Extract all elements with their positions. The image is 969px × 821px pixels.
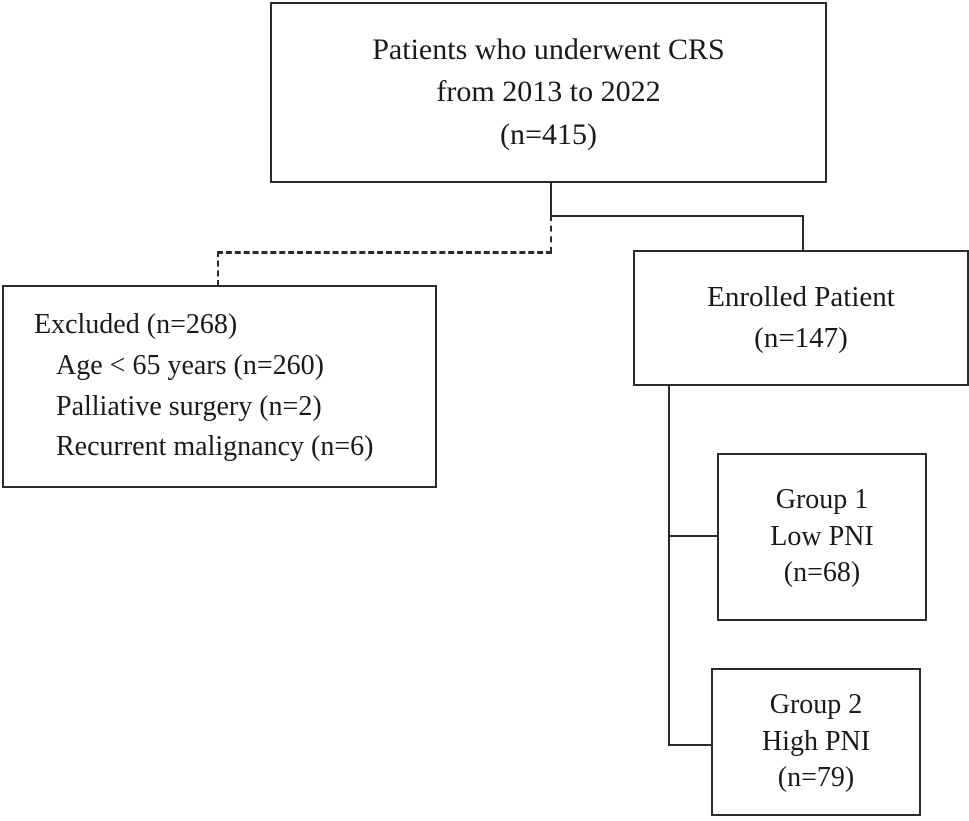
source-count: (n=415) [500,117,597,151]
group1-name: Group 1 [775,483,869,515]
group1-count: (n=68) [783,557,861,589]
source-line-1: Patients who underwent CRS [372,32,725,66]
group2-descriptor: High PNI [761,725,871,757]
excluded-heading: Excluded (n=268) [34,308,238,340]
connector-enrolled-to-group2 [668,744,713,746]
node-group-2: Group 2 High PNI (n=79) [711,668,921,816]
excluded-reason-age: Age < 65 years (n=260) [56,349,324,381]
connector-excluded-drop [217,251,219,286]
node-excluded: Excluded (n=268) Age < 65 years (n=260) … [2,285,437,488]
enrolled-count: (n=147) [754,322,848,354]
node-source-population: Patients who underwent CRS from 2013 to … [270,2,827,183]
connector-enrolled-drop [802,215,804,251]
connector-excluded-horizontal [217,251,552,254]
connector-enrolled-to-group1 [668,535,719,537]
enrolled-label: Enrolled Patient [707,280,895,313]
node-enrolled-patient: Enrolled Patient (n=147) [633,250,969,386]
connector-split-to-enrolled-horizontal [550,215,804,217]
excluded-reason-recurrent-malignancy: Recurrent malignancy (n=6) [56,431,374,463]
group1-descriptor: Low PNI [770,520,874,552]
connector-excluded-branch-drop [550,215,552,253]
connector-enrolled-stem [668,386,670,746]
node-group-1: Group 1 Low PNI (n=68) [717,453,927,621]
group2-count: (n=79) [777,762,855,794]
group2-name: Group 2 [769,688,863,720]
source-line-2: from 2013 to 2022 [436,75,661,109]
connector-source-stem [550,183,552,217]
excluded-reason-palliative-surgery: Palliative surgery (n=2) [56,390,322,422]
